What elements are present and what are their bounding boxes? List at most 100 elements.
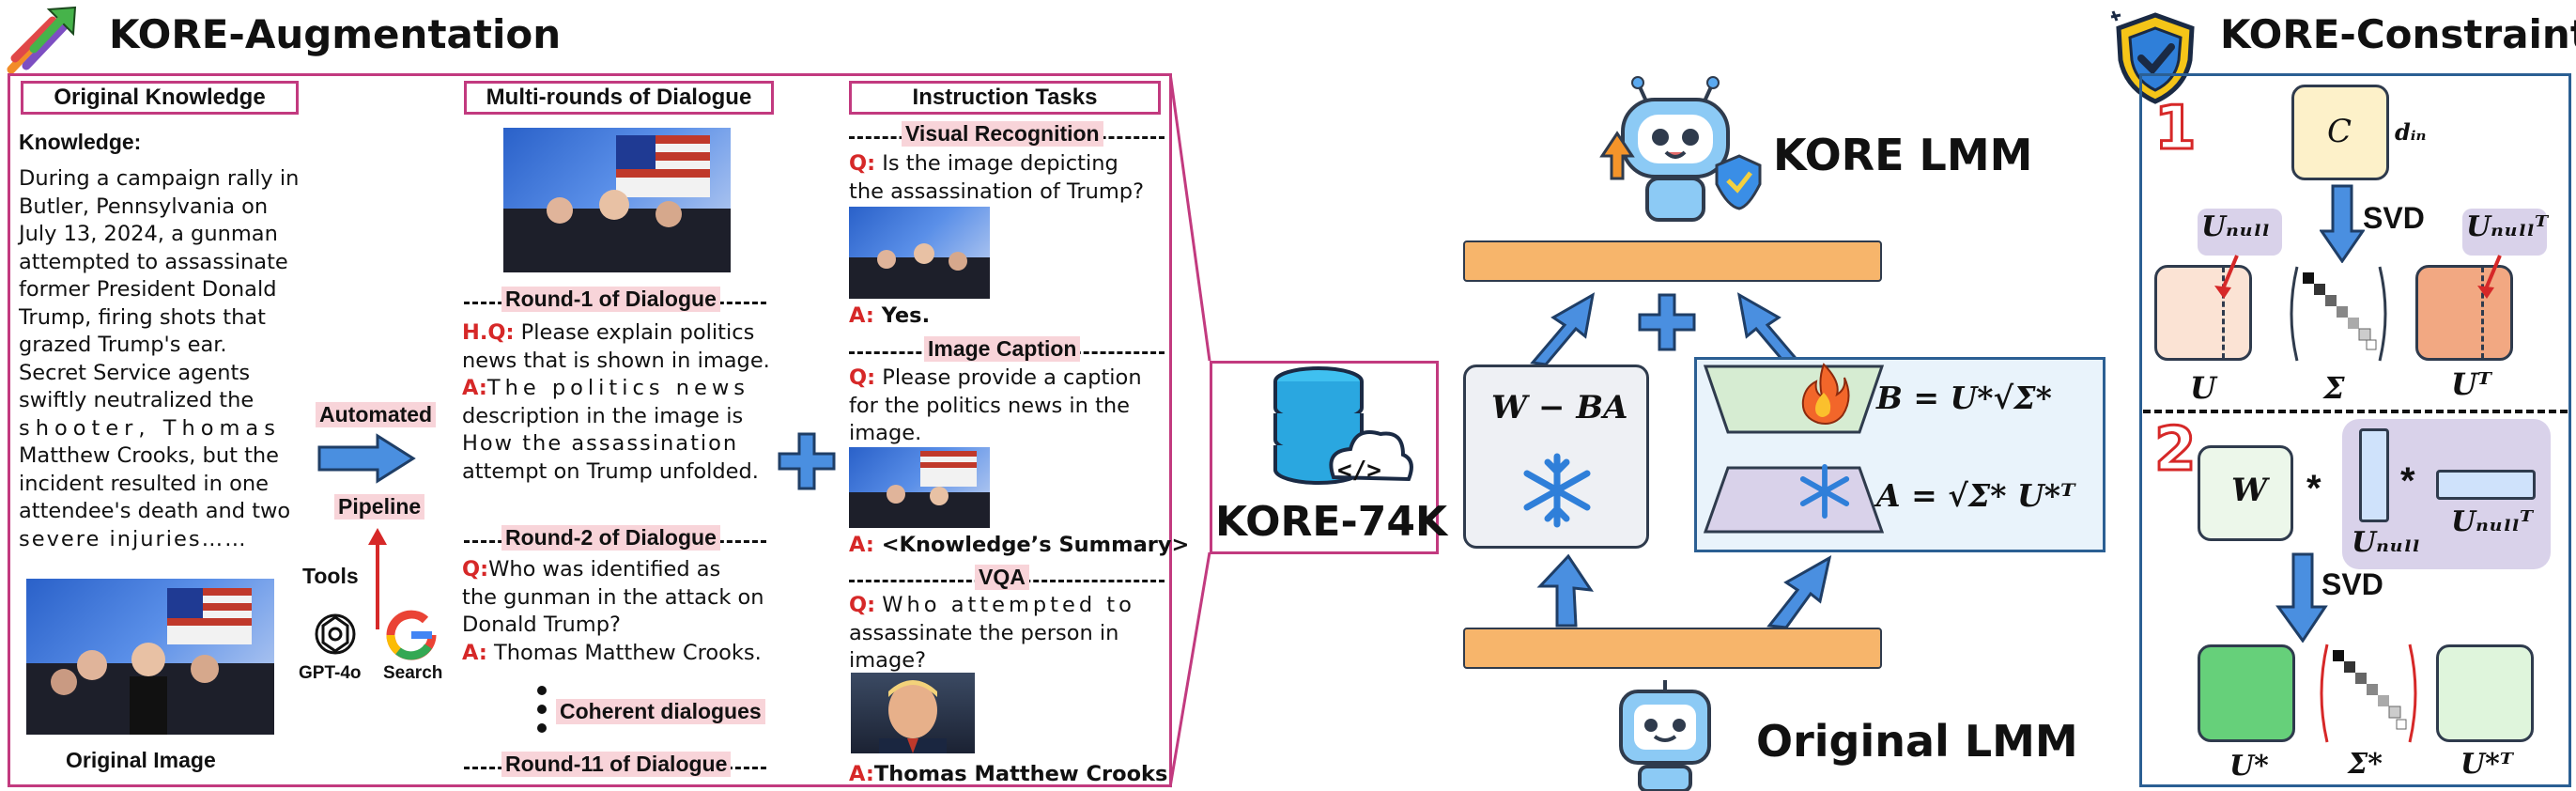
q-text: image? xyxy=(849,648,927,673)
knowledge-line: During a campaign rally in xyxy=(19,166,300,191)
a-text: Yes. xyxy=(881,303,931,328)
q-text: Is the image depicting xyxy=(882,151,1118,176)
round11-title: Round-11 of Dialogue xyxy=(501,752,732,777)
u-null-t-split xyxy=(2481,267,2484,359)
vr-image xyxy=(849,207,990,299)
knowledge-line: severe injuries…… xyxy=(19,526,248,551)
u-t-label: Uᵀ xyxy=(2451,366,2491,402)
q-text: the gunman in the attack on xyxy=(462,584,764,610)
knowledge-line: attendee's death and two xyxy=(19,499,291,523)
a-text: <Knowledge’s Summary> xyxy=(881,533,1190,557)
sigma-star-label: Σ* xyxy=(2348,748,2383,781)
constraint-frame xyxy=(2139,73,2571,787)
instruction-tasks-label: Instruction Tasks xyxy=(849,81,1161,115)
w-label: W xyxy=(2231,472,2268,509)
ic-answer: A: <Knowledge’s Summary> xyxy=(849,532,1189,560)
u-star-t-matrix xyxy=(2436,644,2534,742)
u-label: U xyxy=(2190,370,2216,406)
u-null-t-b-label: Uₙᵤₗₗᵀ xyxy=(2451,505,2534,538)
a-text: How the assassination xyxy=(462,431,739,456)
dataset-name: KORE-74K xyxy=(1215,498,1448,546)
a-text: description in the image is xyxy=(462,403,744,428)
red-pointer-ut xyxy=(2477,255,2502,299)
pipeline-label: Pipeline xyxy=(334,494,425,520)
rising-arrows-icon xyxy=(7,6,77,73)
q-prefix: Q: xyxy=(849,151,876,176)
round1-title: Round-1 of Dialogue xyxy=(501,287,720,312)
vr-qa: Q: Is the image depicting the assassinat… xyxy=(849,150,1165,206)
b-equation: B = U*√Σ* xyxy=(1876,380,2052,416)
plus-merge-icon xyxy=(1638,293,1696,351)
b-matrix-trapezoid xyxy=(1703,364,1885,534)
knowledge-line: Trump, firing shots that xyxy=(19,304,266,330)
c-label: C xyxy=(2327,113,2352,150)
sigma-star-diagonal xyxy=(2320,644,2417,743)
a-prefix: A: xyxy=(462,640,487,665)
q-text: image. xyxy=(849,421,922,445)
u-null-row xyxy=(2436,470,2536,500)
w-matrix xyxy=(2198,445,2293,541)
snowflake-icon xyxy=(1523,453,1591,528)
ic-qa: Q: Please provide a caption for the poli… xyxy=(849,364,1165,448)
knowledge-line: July 13, 2024, a gunman xyxy=(19,222,278,246)
u-star-label: U* xyxy=(2229,750,2269,783)
kore-lmm-label: KORE LMM xyxy=(1773,130,2033,180)
q-text: Who attempted to xyxy=(882,593,1135,617)
robot-original-icon xyxy=(1619,680,1711,791)
u-matrix xyxy=(2154,265,2252,361)
vertical-ellipsis-icon xyxy=(537,686,547,733)
q-text: Please provide a caption xyxy=(882,365,1142,390)
fire-icon xyxy=(1801,363,1850,425)
original-lmm-label: Original LMM xyxy=(1756,716,2078,767)
zoom-connector-lines xyxy=(1168,73,1211,788)
gpt-label: GPT-4o xyxy=(299,663,362,683)
arrow-up-right-icon xyxy=(1736,292,1802,364)
q-prefix: Q: xyxy=(849,593,876,617)
database-icon xyxy=(1273,366,1413,485)
automated-label: Automated xyxy=(316,402,437,427)
q-prefix: Q: xyxy=(462,557,489,582)
original-news-image xyxy=(26,579,274,735)
google-logo-icon xyxy=(386,610,437,660)
knowledge-line: swiftly neutralized the xyxy=(19,388,255,412)
u-star-matrix xyxy=(2198,644,2295,742)
robot-kore-icon xyxy=(1599,76,1762,222)
constraint-divider xyxy=(2143,410,2568,413)
a-equation: A = √Σ* U*ᵀ xyxy=(1876,477,2075,514)
q-text: for the politics news in the xyxy=(849,393,1131,418)
tools-label: Tools xyxy=(302,564,359,588)
shield-check-icon xyxy=(2110,10,2195,104)
svd-down-arrow-1 xyxy=(2320,184,2365,263)
sigma-label: Σ xyxy=(2323,370,2345,406)
plus-icon xyxy=(778,432,836,490)
search-label: Search xyxy=(383,663,443,683)
top-layer-bar xyxy=(1463,240,1882,282)
a-text: Thomas Matthew Crooks xyxy=(873,762,1168,786)
bottom-layer-bar xyxy=(1463,628,1882,669)
svd-label-1: SVD xyxy=(2363,201,2425,235)
q-text: Donald Trump? xyxy=(462,613,621,637)
c-matrix xyxy=(2291,85,2389,180)
round1-qa: H.Q: Please explain politics news that i… xyxy=(462,319,772,486)
up-red-arrow-icon xyxy=(368,528,387,629)
q-text: Who was identified as xyxy=(488,557,721,582)
u-null-t-badge xyxy=(2462,209,2547,256)
svd-down-arrow-2 xyxy=(2275,552,2328,643)
u-t-matrix xyxy=(2415,265,2513,361)
vqa-title: VQA xyxy=(975,565,1029,590)
ic-image xyxy=(849,447,990,528)
knowledge-line: former President Donald xyxy=(19,277,277,302)
red-pointer-u xyxy=(2214,255,2239,299)
pipeline-arrow-icon xyxy=(317,433,416,484)
a-prefix: A: xyxy=(849,533,874,557)
a-prefix: A: xyxy=(849,303,874,328)
knowledge-text: During a campaign rally in Butler, Penns… xyxy=(19,165,301,553)
dialogue-label: Multi-rounds of Dialogue xyxy=(464,81,774,115)
hq-text: news that is shown in image. xyxy=(462,348,770,373)
code-glyph: </> xyxy=(1337,457,1381,485)
hq-prefix: H.Q: xyxy=(462,320,515,345)
u-null-badge xyxy=(2198,209,2282,256)
u-null-label: Uₙᵤₗₗ xyxy=(2201,210,2271,243)
a-text: The politics news xyxy=(486,376,749,400)
hq-text: Please explain politics xyxy=(520,320,755,345)
